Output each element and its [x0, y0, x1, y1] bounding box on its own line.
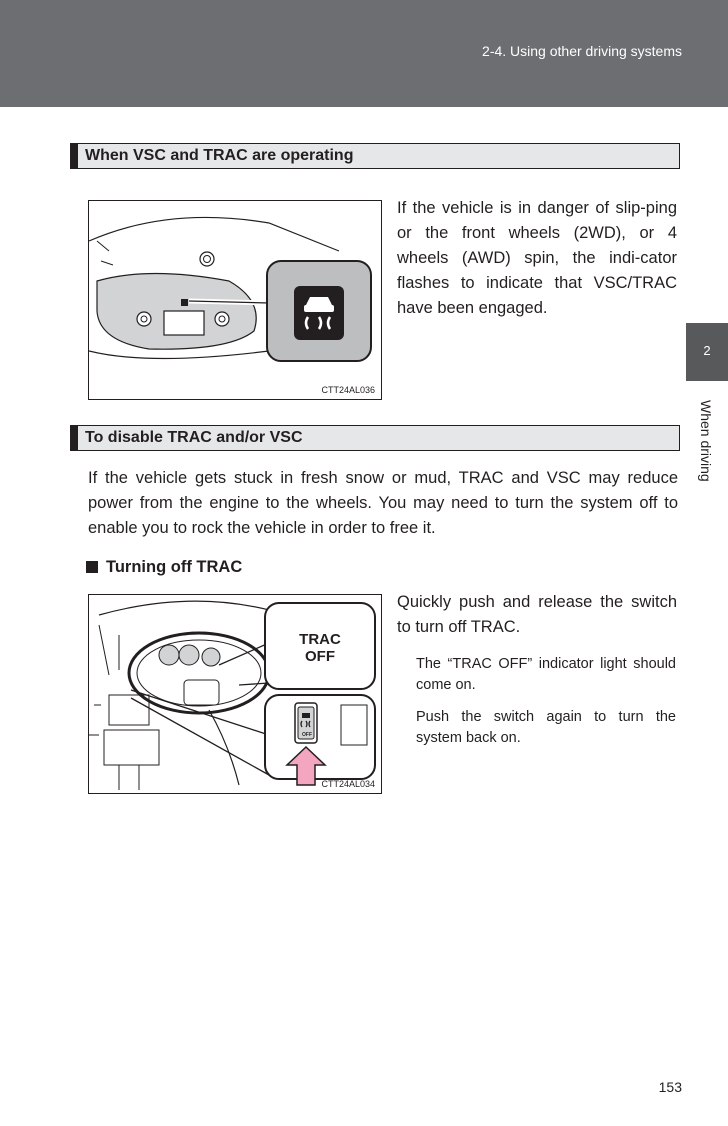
page-number: 153	[658, 1079, 682, 1095]
figure-code: CTT24AL034	[321, 779, 375, 789]
note-push-again: Push the switch again to turn the system…	[416, 709, 676, 746]
section-heading-disable-trac-vsc: To disable TRAC and/or VSC	[70, 425, 680, 451]
note-indicator-light: The “TRAC OFF” indicator light should co…	[416, 656, 676, 693]
steering-wheel-illustration	[89, 600, 376, 790]
section-heading-text: When VSC and TRAC are operating	[85, 147, 354, 164]
dashboard-illustration	[89, 216, 372, 362]
vsc-trac-operating-text: If the vehicle is in danger of slip-ping…	[397, 199, 677, 317]
chapter-label: When driving	[698, 400, 714, 482]
page-header: 2-4. Using other driving systems	[0, 0, 728, 107]
turn-off-trac-instruction: Quickly push and release the switch to t…	[397, 593, 677, 636]
chapter-tab: 2	[686, 323, 728, 381]
section-heading-vsc-trac-operating: When VSC and TRAC are operating	[70, 143, 680, 169]
header-section-title: 2-4. Using other driving systems	[482, 43, 682, 59]
callout-label-line2: OFF	[305, 648, 335, 665]
dashboard-indicator-figure: CTT24AL036	[88, 200, 382, 400]
switch-off-label: OFF	[302, 732, 312, 738]
trac-off-callout-label: TRAC OFF	[289, 631, 351, 665]
disable-intro-text: If the vehicle gets stuck in fresh snow …	[88, 469, 678, 537]
section-heading-text: To disable TRAC and/or VSC	[85, 429, 303, 446]
skid-indicator-icon	[304, 297, 334, 330]
callout-label-line1: TRAC	[299, 631, 341, 648]
trac-off-switch-figure: TRAC OFF OFF CTT24AL034	[88, 594, 382, 794]
subheading-turning-off-trac: Turning off TRAC	[86, 558, 242, 577]
figure-code: CTT24AL036	[321, 385, 375, 395]
square-bullet-icon	[86, 561, 98, 573]
subheading-text: Turning off TRAC	[106, 558, 243, 576]
skid-switch-icon	[300, 713, 311, 728]
chapter-number: 2	[703, 343, 711, 358]
push-arrow-icon	[285, 745, 327, 786]
